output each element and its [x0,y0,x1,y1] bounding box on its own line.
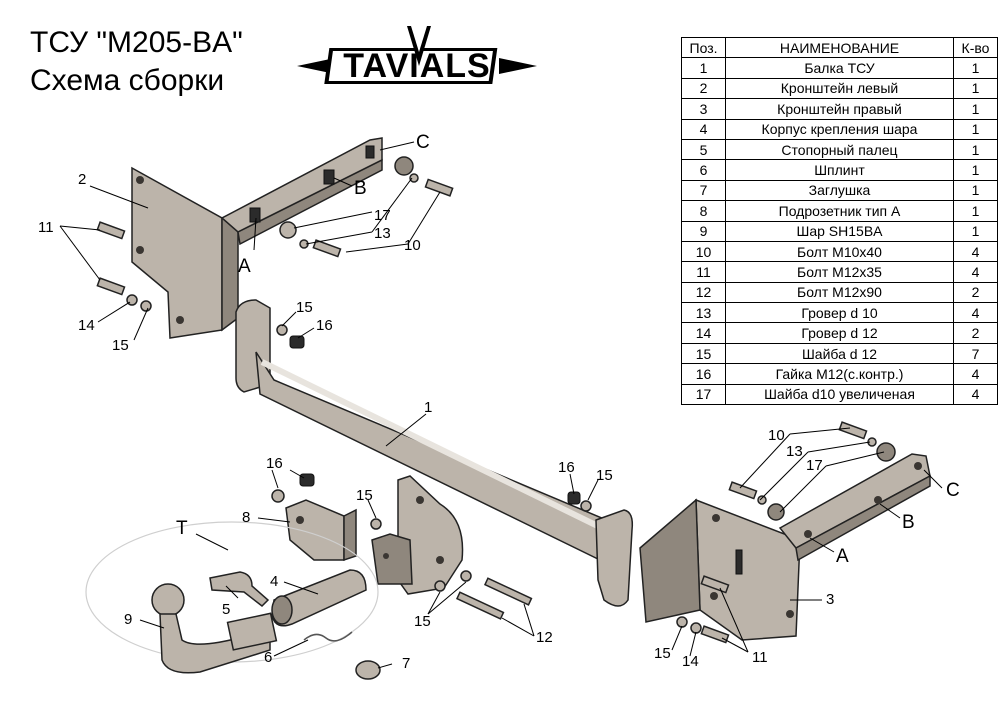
cell-position: 17 [681,383,726,406]
cell-name: Шар SH15BA [725,220,954,242]
callout-B-right: B [902,512,915,533]
callout-14-left: 14 [78,317,95,334]
diagram-title: ТСУ "M205-BA" [30,26,243,59]
callout-15-right: 15 [654,645,671,662]
cell-name: Балка ТСУ [725,57,954,79]
callout-17-left: 17 [374,207,391,224]
callout-17-right: 17 [806,457,823,474]
callout-C-right: C [946,480,960,501]
callout-5: 5 [222,601,230,618]
cell-name: Болт M12x35 [725,261,954,283]
callout-12: 12 [536,629,553,646]
callout-15-left-b: 15 [296,299,313,316]
callout-11-right: 11 [752,649,768,666]
tow-beam [235,299,634,607]
callout-15-mid-a: 15 [356,487,373,504]
callout-B-left: B [354,178,367,199]
cell-name: Гровер d 12 [725,322,954,344]
callout-13-right: 13 [786,443,803,460]
cell-quantity: 1 [953,159,998,181]
callout-15-mid-b: 15 [414,613,431,630]
left-bracket [131,137,383,339]
callout-10-right: 10 [768,427,785,444]
callout-15-bottom: 15 [596,467,613,484]
cell-name: Шайба d10 увеличеная [725,383,954,406]
callout-8: 8 [242,509,250,526]
right-bracket [639,453,931,641]
callout-9: 9 [124,611,132,628]
callout-11-left: 11 [38,219,54,236]
part-callouts: 2 11 14 15 A B C 17 13 10 15 16 1 16 8 1… [38,132,960,672]
callout-7: 7 [402,655,410,672]
callout-1: 1 [424,399,432,416]
callout-A-right: A [836,546,849,567]
cell-name: Шплинт [725,159,954,181]
callout-3: 3 [826,591,834,608]
cell-name: Подрозетник тип А [725,200,954,222]
callout-6: 6 [264,649,272,666]
callout-16-left: 16 [316,317,333,334]
callout-C-left: C [416,132,430,153]
cell-name: Корпус крепления шара [725,118,954,140]
callout-A-left: A [238,256,251,277]
cell-name: Стопорный палец [725,138,954,161]
callout-14-right: 14 [682,653,699,670]
callout-4: 4 [270,573,278,590]
callout-15-left-a: 15 [112,337,129,354]
cell-position: 15 [681,342,726,365]
cell-name: Шайба d 12 [725,342,954,365]
socket-plate [285,499,357,562]
callout-T: T [176,518,188,539]
cell-name: Кронштейн правый [725,98,954,120]
callout-16-mid: 16 [266,455,283,472]
cell-quantity: 4 [953,383,998,406]
callout-13-left: 13 [374,225,391,242]
callout-2: 2 [78,171,86,188]
ball-mount [85,521,381,680]
tavials-logo: TAVIALS [297,26,537,85]
callout-10-left: 10 [404,237,421,254]
fasteners [96,156,896,644]
callout-16-right: 16 [558,459,575,476]
leader-lines [59,141,943,669]
header-position: Поз. [681,36,726,59]
diagram-subtitle: Схема сборки [30,64,225,97]
